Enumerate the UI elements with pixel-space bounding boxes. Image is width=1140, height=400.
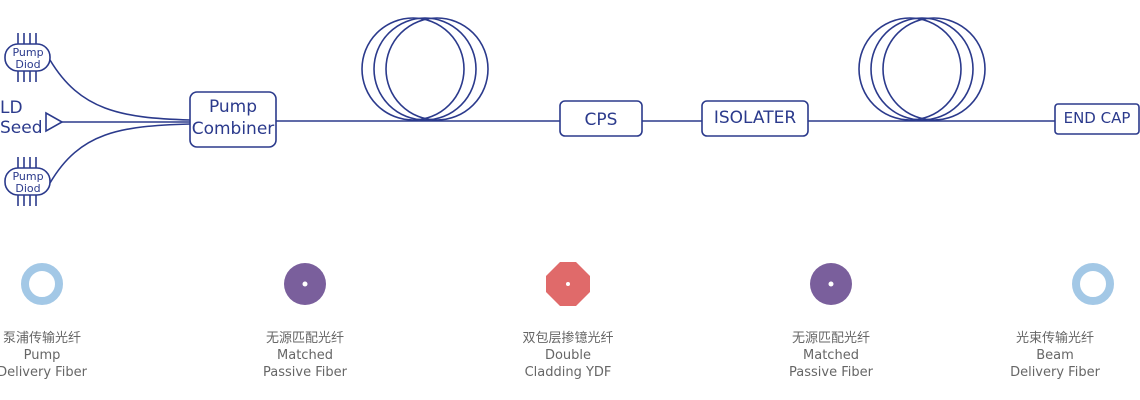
pump-combiner-box [189, 91, 277, 148]
cps-label: CPS [585, 110, 618, 130]
legend-matched-passive-2: 无源匹配光纤 Matched Passive Fiber [746, 330, 916, 381]
legend-en-1: Matched [277, 348, 333, 363]
ld-seed-label-1: LD [0, 98, 23, 118]
ring-icon [1072, 263, 1114, 305]
end-cap-box [1054, 103, 1140, 135]
ld-seed-triangle [45, 111, 64, 133]
isolater-label: ISOLATER [714, 108, 796, 128]
dot-center [566, 282, 570, 286]
pump-combiner-label-1: Pump [209, 97, 257, 117]
fiber-line [49, 59, 191, 121]
cps-box [559, 100, 643, 137]
legend-en-1: Double [544, 348, 592, 363]
legend-pump-delivery: 泵浦传输光纤 Pump Delivery Fiber [0, 330, 127, 381]
legend-en-1: Beam [1036, 348, 1074, 363]
legend-matched-passive-1: 无源匹配光纤 Matched Passive Fiber [220, 330, 390, 381]
ld-seed-label-2: Seed [0, 118, 43, 138]
fiber-line [49, 123, 191, 184]
legend-en-1: Pump [23, 348, 61, 363]
pump-diode-top-label-1: Pump [12, 46, 43, 59]
pump-diode-top-label-2: Diod [15, 58, 40, 71]
pump-diode-top [4, 33, 51, 82]
legend-en-2: Delivery Fiber [1010, 365, 1100, 380]
legend-cn: 光束传输光纤 [1015, 331, 1094, 346]
legend-en-2: Cladding YDF [524, 365, 612, 380]
fiber-coil-1 [361, 17, 489, 121]
legend-en-1: Matched [803, 348, 859, 363]
legend-en-2: Passive Fiber [789, 365, 873, 380]
pump-diode-bottom-label-1: Pump [12, 170, 43, 183]
legend-double-cladding-ydf: 双包层掺镱光纤 Double Cladding YDF [483, 330, 653, 381]
fiber-coil-2 [858, 17, 986, 121]
dot-center [828, 281, 834, 287]
pump-diode-bottom [4, 157, 51, 206]
legend-cn: 泵浦传输光纤 [2, 331, 81, 346]
legend-cn: 无源匹配光纤 [265, 331, 344, 346]
legend-beam-delivery: 光束传输光纤 Beam Delivery Fiber [970, 330, 1140, 381]
legend-en-2: Passive Fiber [263, 365, 347, 380]
pump-diode-bottom-label-2: Diod [15, 182, 40, 195]
end-cap-label: END CAP [1064, 109, 1131, 127]
legend-cn: 无源匹配光纤 [791, 331, 870, 346]
dot-center [302, 281, 308, 287]
ring-icon [21, 263, 63, 305]
pump-combiner-label-2: Combiner [192, 119, 275, 139]
isolater-box [701, 100, 809, 137]
legend-cn: 双包层掺镱光纤 [522, 331, 614, 346]
legend-en-2: Delivery Fiber [0, 365, 87, 380]
